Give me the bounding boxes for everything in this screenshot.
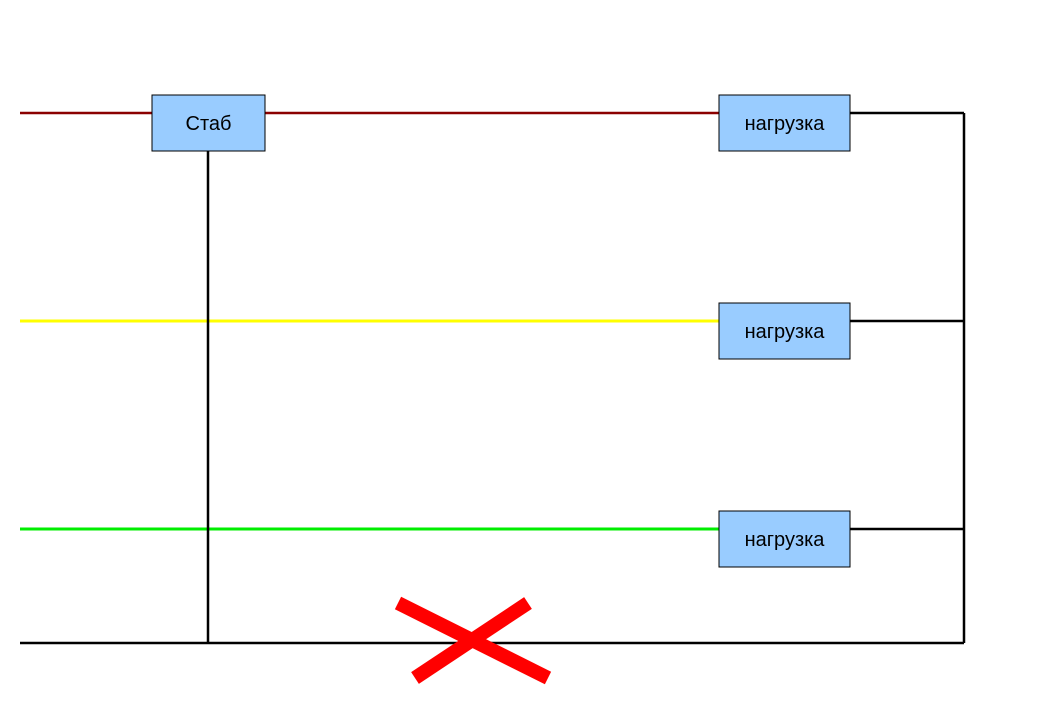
load-label: нагрузка — [745, 529, 826, 551]
stabilizer-label: Стаб — [186, 113, 232, 135]
load-box-2: нагрузка — [718, 302, 851, 360]
load-label: нагрузка — [745, 113, 826, 135]
red-x-cross-icon — [394, 596, 552, 685]
load-box-3: нагрузка — [718, 510, 851, 568]
stabilizer-box: Стаб — [151, 94, 266, 152]
load-box-1: нагрузка — [718, 94, 851, 152]
load-label: нагрузка — [745, 321, 826, 343]
